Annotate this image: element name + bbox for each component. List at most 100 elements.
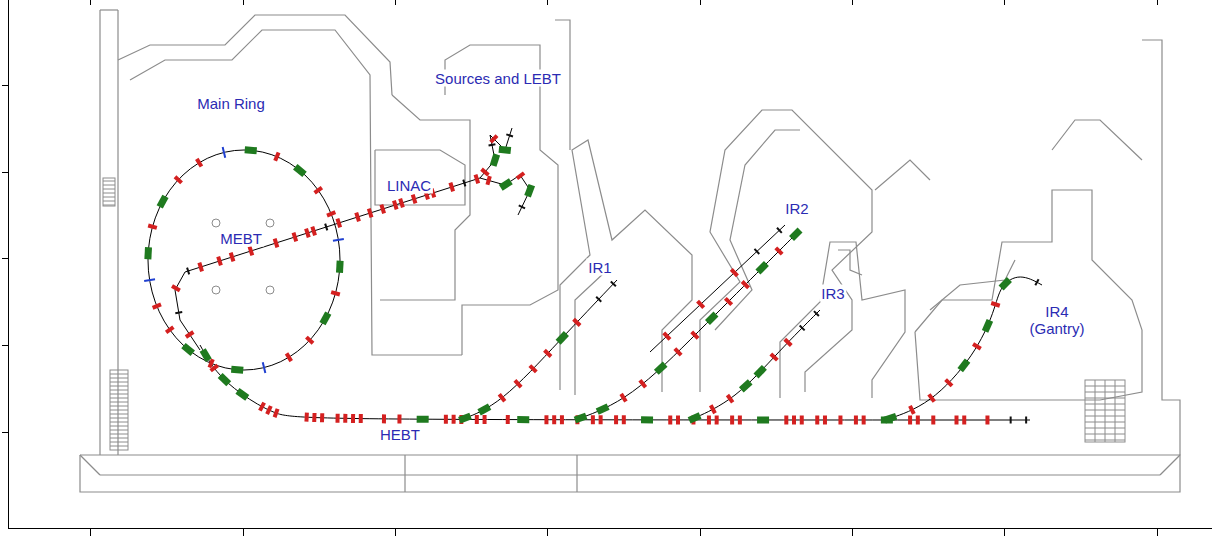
quadrupole-magnet	[398, 198, 405, 208]
quadrupole-magnet	[379, 204, 386, 214]
beam-marker	[1025, 417, 1027, 424]
beam-pipe	[575, 230, 800, 420]
area-label: HEBT	[378, 426, 422, 443]
ring-pillars	[212, 219, 274, 294]
dipole-magnet	[757, 416, 769, 423]
quadrupole-magnet	[265, 405, 272, 415]
beam-marker	[595, 296, 601, 302]
quadrupole-magnet	[769, 353, 778, 362]
area-label: IR4 (Gantry)	[1023, 303, 1091, 337]
quadrupole-magnet	[195, 158, 203, 168]
corrector-magnet	[144, 278, 155, 282]
quadrupole-magnet	[696, 300, 705, 309]
quadrupole-magnet	[258, 402, 266, 412]
quadrupole-magnet	[707, 415, 711, 424]
beam-pipe	[460, 280, 617, 420]
quadrupole-magnet	[331, 290, 341, 296]
quadrupole-magnet	[676, 415, 680, 424]
quadrupole-magnet	[944, 378, 953, 387]
beam-pipe	[885, 277, 1042, 420]
quadrupole-magnet	[513, 379, 522, 388]
quadrupole-magnet	[452, 415, 456, 424]
beam-pipe	[148, 150, 340, 370]
quadrupole-magnet	[543, 349, 552, 358]
quadrupole-magnet	[148, 224, 158, 230]
beam-marker	[324, 223, 328, 230]
corrector-magnet	[222, 147, 227, 158]
quadrupole-magnet	[800, 415, 804, 424]
area-label: Sources and LEBT	[433, 70, 563, 87]
beam-pipe	[690, 310, 820, 420]
wall-outline	[700, 110, 872, 392]
quadrupole-magnet	[448, 182, 455, 192]
wall-outline	[576, 455, 577, 492]
quadrupole-magnet	[838, 415, 842, 424]
wall-outline	[915, 190, 1142, 400]
beam-marker	[1034, 279, 1039, 286]
quadrupole-magnet	[292, 232, 299, 242]
dipole-magnet	[293, 164, 307, 177]
quadrupole-magnet	[336, 218, 343, 228]
beam-marker	[799, 325, 805, 331]
beam-marker	[1010, 417, 1012, 424]
wall-outline	[575, 272, 605, 395]
wall-outline	[838, 250, 862, 275]
quadrupole-magnet	[483, 415, 487, 424]
beam-pipe	[480, 175, 530, 215]
dipole-magnet	[517, 416, 529, 423]
quadrupole-magnet	[273, 238, 280, 248]
quadrupole-magnet	[209, 364, 219, 373]
quadrupole-magnet	[480, 168, 489, 177]
area-label: IR2	[783, 200, 810, 217]
quadrupole-magnet	[335, 414, 339, 423]
quadrupole-magnet	[931, 416, 935, 425]
quadrupole-magnet	[310, 226, 317, 236]
wall-outline	[80, 455, 1180, 492]
wall-outline	[930, 260, 1015, 310]
quadrupole-magnet	[738, 415, 742, 424]
quadrupole-magnet	[392, 200, 399, 210]
beam-marker	[462, 179, 466, 186]
wall-outline	[780, 242, 905, 398]
wall-outline	[100, 474, 1160, 475]
dipole-magnet	[884, 413, 898, 423]
quadrupole-magnet	[908, 416, 912, 425]
wall-outline	[100, 9, 118, 10]
quadrupole-magnet	[273, 408, 280, 418]
quadrupole-magnet	[724, 297, 733, 306]
quadrupole-magnet	[730, 415, 734, 424]
wall-outline	[404, 455, 405, 492]
quadrupole-magnet	[305, 336, 314, 345]
quadrupole-magnet	[312, 413, 316, 422]
quadrupole-magnet	[927, 393, 936, 403]
wall-outline	[130, 30, 462, 355]
quadrupole-magnet	[444, 415, 448, 424]
quadrupole-magnet	[475, 415, 479, 424]
quadrupole-magnet	[273, 152, 280, 162]
corrector-magnet	[262, 362, 267, 373]
beam-pipe	[650, 225, 785, 352]
building-walls	[80, 10, 1180, 492]
quadrupole-magnet	[197, 262, 204, 272]
dipole-magnet	[181, 343, 195, 356]
quadrupole-magnet	[382, 414, 386, 423]
quadrupole-magnet	[489, 134, 498, 143]
dipole-magnet	[654, 362, 668, 375]
quadrupole-magnet	[741, 280, 750, 289]
quadrupole-magnet	[985, 416, 989, 425]
dipole-magnet	[755, 261, 768, 274]
area-label: IR1	[586, 259, 613, 276]
dipole-magnet	[218, 373, 231, 386]
quadrupole-magnet	[313, 186, 323, 194]
quadrupole-magnet	[411, 194, 418, 204]
dipole-magnet	[596, 403, 610, 414]
dipole-magnet	[235, 388, 249, 401]
quadrupole-magnet	[216, 256, 223, 266]
quadrupole-magnet	[991, 301, 1001, 308]
quadrupole-magnet	[320, 413, 324, 422]
quadrupole-magnet	[326, 210, 336, 217]
quadrupole-magnet	[962, 416, 966, 425]
dipole-magnet	[753, 365, 766, 378]
beam-marker	[813, 310, 819, 316]
